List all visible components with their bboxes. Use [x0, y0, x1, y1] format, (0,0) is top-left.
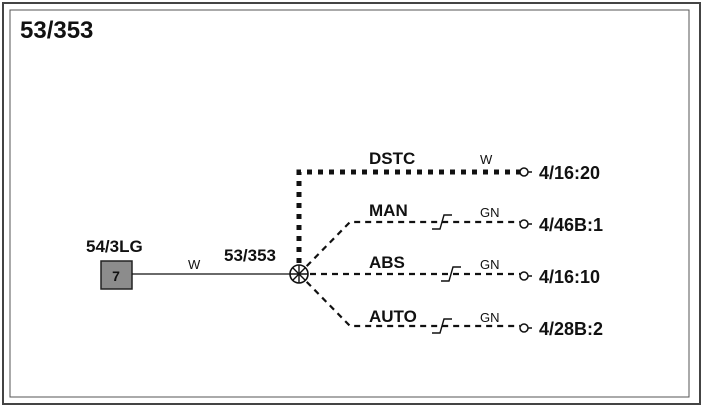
- splice-node-icon: [289, 264, 309, 284]
- branch-auto-wire-color: GN: [480, 310, 500, 325]
- branch-dstc-wire: [296, 169, 520, 274]
- main-wire-color-label: W: [188, 257, 201, 272]
- diagram-frame: [2, 2, 701, 405]
- branch-auto-wire: [298, 273, 520, 328]
- branch-man-wire: [298, 220, 520, 275]
- connector-icon: [100, 260, 133, 290]
- terminal-icon: [519, 219, 529, 229]
- source-connector-label: 54/3LG: [86, 237, 143, 256]
- shield-step-icon: [432, 214, 452, 230]
- branch-auto-terminal: 4/28B:2: [539, 319, 603, 339]
- shield-step-icon: [432, 318, 452, 334]
- branch-dstc-wire-color: W: [480, 152, 493, 167]
- branch-man-label: MAN: [369, 201, 408, 220]
- terminal-icon: [519, 323, 529, 333]
- branch-abs-wire-color: GN: [480, 257, 500, 272]
- branch-man-terminal: 4/46B:1: [539, 215, 603, 235]
- splice-label: 53/353: [224, 246, 276, 265]
- diagram-inner-frame: [9, 9, 690, 398]
- branch-man-wire-color: GN: [480, 205, 500, 220]
- diagram-title: 53/353: [20, 17, 93, 44]
- branch-abs-terminal: 4/16:10: [539, 267, 600, 287]
- shield-step-icon: [441, 266, 461, 282]
- branch-auto-label: AUTO: [369, 307, 417, 326]
- connector-pin-label: 7: [112, 268, 120, 284]
- branch-dstc-terminal: 4/16:20: [539, 163, 600, 183]
- terminal-icon: [519, 167, 529, 177]
- branch-dstc-label: DSTC: [369, 149, 415, 168]
- branch-abs-label: ABS: [369, 253, 405, 272]
- terminal-icon: [519, 271, 529, 281]
